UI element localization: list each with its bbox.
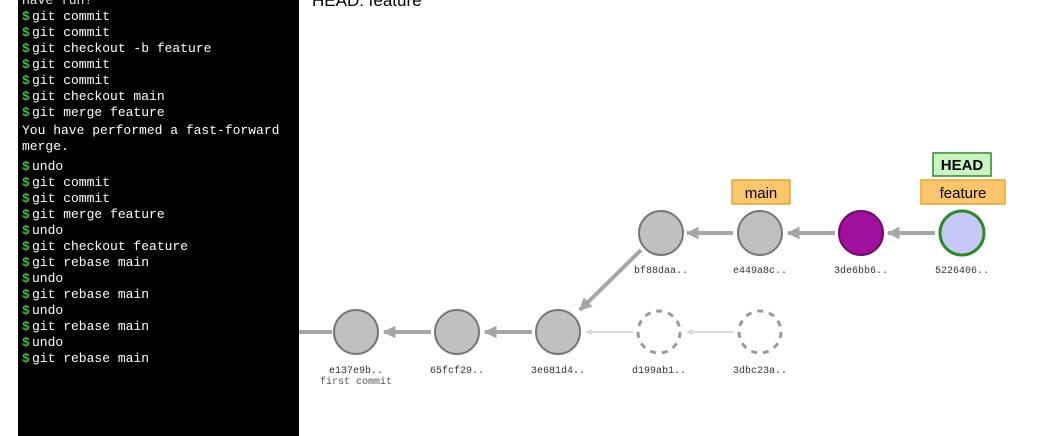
- sha-d199ab1: d199ab1..: [632, 365, 686, 377]
- commit-5226406[interactable]: [938, 209, 986, 257]
- prompt-icon: $: [22, 255, 30, 270]
- sha-e137e9b: e137e9b..: [329, 365, 383, 377]
- terminal-banner: Have fun!: [22, 0, 93, 8]
- terminal-line: $git commit: [22, 175, 299, 191]
- prompt-icon: $: [22, 335, 30, 350]
- terminal-line: $git checkout -b feature: [22, 41, 299, 57]
- branch-main-text: main: [745, 185, 778, 202]
- terminal-line: $undo: [22, 223, 299, 239]
- terminal-line: $git commit: [22, 9, 299, 25]
- prompt-icon: $: [22, 271, 30, 286]
- terminal-command: git rebase main: [32, 319, 150, 334]
- sha-3de6bb6: 3de6bb6..: [834, 265, 888, 277]
- sha-e449a8c: e449a8c..: [733, 266, 787, 277]
- terminal-command: undo: [32, 271, 64, 286]
- prompt-icon: $: [22, 287, 30, 302]
- prompt-icon: $: [22, 9, 30, 24]
- sha-65fcf29: 65fcf29..: [430, 365, 484, 377]
- branch-main-label[interactable]: [731, 179, 791, 205]
- commit-3de6bb6[interactable]: [838, 210, 884, 256]
- prompt-icon: $: [22, 175, 30, 190]
- prompt-icon: $: [22, 351, 30, 366]
- prompt-icon: $: [22, 303, 30, 318]
- terminal-command: undo: [32, 159, 64, 174]
- prompt-icon: $: [22, 25, 30, 40]
- terminal-command: git checkout feature: [32, 239, 189, 254]
- commit-d199ab1[interactable]: [636, 309, 682, 355]
- commit-3e681d4[interactable]: [535, 309, 581, 355]
- branch-feature-label[interactable]: [920, 179, 1006, 205]
- terminal-command: git commit: [32, 175, 111, 190]
- terminal-line: $git checkout feature: [22, 239, 299, 255]
- terminal-line: $git commit: [22, 57, 299, 73]
- terminal-command: git merge feature: [32, 105, 165, 120]
- terminal-command: git rebase main: [32, 255, 150, 270]
- terminal-line: $undo: [22, 303, 299, 319]
- commit-65fcf29[interactable]: [434, 309, 480, 355]
- terminal-line: $git rebase main: [22, 255, 299, 271]
- prompt-icon: $: [22, 89, 30, 104]
- sha-bf88daa: bf88daa..: [634, 265, 688, 277]
- terminal-line: $git merge feature: [22, 207, 299, 223]
- terminal-command: git rebase main: [32, 287, 150, 302]
- sha-3e681d4: 3e681d4..: [531, 365, 585, 377]
- terminal-line: $git commit: [22, 73, 299, 89]
- terminal-line: $undo: [22, 335, 299, 351]
- terminal-command: undo: [32, 335, 64, 350]
- prompt-icon: $: [22, 105, 30, 120]
- prompt-icon: $: [22, 223, 30, 238]
- terminal-command: git commit: [32, 9, 111, 24]
- terminal-line: $undo: [22, 159, 299, 175]
- prompt-icon: $: [22, 41, 30, 56]
- terminal-command: undo: [32, 303, 64, 318]
- head-label-text: HEAD: [941, 157, 984, 174]
- terminal-line: $undo: [22, 271, 299, 287]
- terminal-command: git commit: [32, 73, 111, 88]
- commit-e449a8c[interactable]: [737, 210, 783, 256]
- terminal-command: undo: [32, 223, 64, 238]
- terminal-command: git commit: [32, 25, 111, 40]
- terminal-line: $git rebase main: [22, 351, 299, 367]
- terminal-line: $git merge feature: [22, 105, 299, 121]
- prompt-icon: $: [22, 239, 30, 254]
- command-history: $undo$git commit$git commit$git merge fe…: [18, 159, 299, 367]
- commit-e137e9b[interactable]: [333, 309, 379, 355]
- terminal-message: You have performed a fast-forward merge.: [22, 123, 280, 154]
- sha-5226406: 5226406..: [935, 266, 989, 277]
- terminal-line: $git commit: [22, 191, 299, 207]
- terminal-command: git checkout -b feature: [32, 41, 212, 56]
- commit-3dbc23a[interactable]: [737, 309, 783, 355]
- terminal-command: git checkout main: [32, 89, 165, 104]
- head-status: HEAD: feature: [312, 0, 422, 10]
- terminal-line: $git checkout main: [22, 89, 299, 105]
- terminal-command: git commit: [32, 191, 111, 206]
- terminal-panel[interactable]: Have fun! $git commit$git commit$git che…: [18, 0, 299, 436]
- terminal-line: $git rebase main: [22, 319, 299, 335]
- command-history: $git commit$git commit$git checkout -b f…: [18, 9, 299, 121]
- terminal-command: git rebase main: [32, 351, 150, 366]
- prompt-icon: $: [22, 191, 30, 206]
- prompt-icon: $: [22, 73, 30, 88]
- head-label[interactable]: [932, 152, 992, 177]
- prompt-icon: $: [22, 57, 30, 72]
- commit-bf88daa[interactable]: [638, 210, 684, 256]
- edge-bf88daa-3e681d4: [578, 248, 643, 312]
- note-e137e9b: first commit: [320, 376, 392, 388]
- terminal-line: $git rebase main: [22, 287, 299, 303]
- terminal-command: git merge feature: [32, 207, 165, 222]
- branch-feature-text: feature: [940, 185, 987, 202]
- prompt-icon: $: [22, 319, 30, 334]
- prompt-icon: $: [22, 159, 30, 174]
- terminal-command: git commit: [32, 57, 111, 72]
- sha-3dbc23a: 3dbc23a..: [733, 365, 787, 377]
- prompt-icon: $: [22, 207, 30, 222]
- terminal-line: $git commit: [22, 25, 299, 41]
